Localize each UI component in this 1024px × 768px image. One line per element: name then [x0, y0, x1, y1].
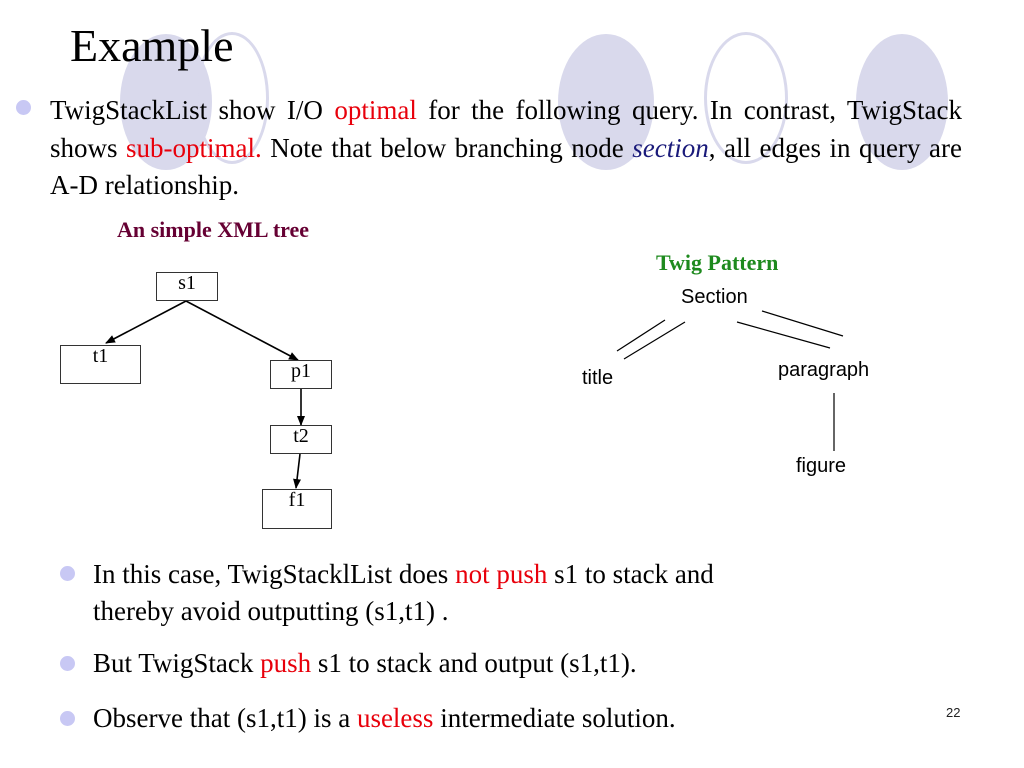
- decor-circle-outline-1: [195, 32, 269, 164]
- emphasis-section: section: [632, 132, 709, 163]
- text-segment: But TwigStack: [93, 648, 261, 678]
- emphasis-useless: useless: [356, 703, 434, 733]
- edge-t2-f1: [293, 453, 302, 489]
- emphasis-optimal: optimal: [334, 95, 417, 125]
- xml-node-p1: p1: [270, 360, 332, 389]
- edge-section-title-b: [623, 321, 686, 360]
- text-segment: Observe that (s1,t1) is a: [93, 703, 357, 733]
- edge-s1-p1: [185, 300, 299, 361]
- slide-title: Example: [70, 20, 234, 71]
- twig-node-figure: figure: [796, 455, 847, 477]
- edge-section-paragraph-a: [761, 310, 844, 337]
- text-segment: for the following query. In contrast, Tw…: [50, 95, 963, 163]
- emphasis-not-push: not push: [455, 559, 548, 589]
- xml-node-s1: s1: [156, 272, 218, 301]
- page-number: 22: [946, 705, 961, 720]
- twig-node-title: title: [582, 367, 614, 389]
- xml-node-t2: t2: [270, 425, 332, 454]
- xml-node-t1: t1: [60, 345, 141, 384]
- text-segment: intermediate solution.: [433, 703, 676, 733]
- edge-section-paragraph-b: [736, 321, 831, 349]
- sub-bullet-1-line-2: thereby avoid outputting (s1,t1) .: [93, 596, 449, 626]
- text-segment: TwigStackList show I/O: [50, 95, 335, 125]
- twig-node-paragraph: paragraph: [778, 359, 870, 381]
- text-segment: s1 to stack and: [547, 559, 714, 589]
- text-segment: Note that below branching node: [261, 132, 633, 163]
- bullet-icon: [16, 100, 31, 115]
- twig-pattern-heading: Twig Pattern: [656, 250, 779, 275]
- emphasis-sub-optimal: sub-optimal.: [126, 132, 262, 163]
- twig-node-section: Section: [681, 286, 748, 308]
- sub-bullet-3: Observe that (s1,t1) is a useless interm…: [93, 700, 676, 737]
- bullet-icon: [60, 566, 75, 581]
- xml-tree-heading: An simple XML tree: [117, 217, 310, 242]
- xml-node-f1: f1: [262, 489, 332, 529]
- sub-bullet-1-line-1: In this case, TwigStacklList does not pu…: [93, 556, 714, 593]
- sub-bullet-1: In this case, TwigStacklList does not pu…: [93, 556, 714, 630]
- decor-circle-filled-2: [558, 34, 654, 170]
- decor-circle-outline-2: [704, 32, 788, 164]
- emphasis-push: push: [260, 648, 312, 678]
- edge-s1-t1: [105, 300, 187, 344]
- bullet-icon: [60, 711, 75, 726]
- text-segment: , all edges in query are A-D relationshi…: [50, 132, 962, 201]
- main-bullet-text: TwigStackList show I/O optimal for the f…: [50, 92, 962, 205]
- sub-bullet-2: But TwigStack push s1 to stack and outpu…: [93, 645, 637, 682]
- decor-circle-filled-3: [856, 34, 948, 170]
- text-segment: s1 to stack and output (s1,t1).: [311, 648, 637, 678]
- bullet-icon: [60, 656, 75, 671]
- edge-section-title-a: [616, 319, 666, 352]
- text-segment: In this case, TwigStacklList does: [93, 559, 456, 589]
